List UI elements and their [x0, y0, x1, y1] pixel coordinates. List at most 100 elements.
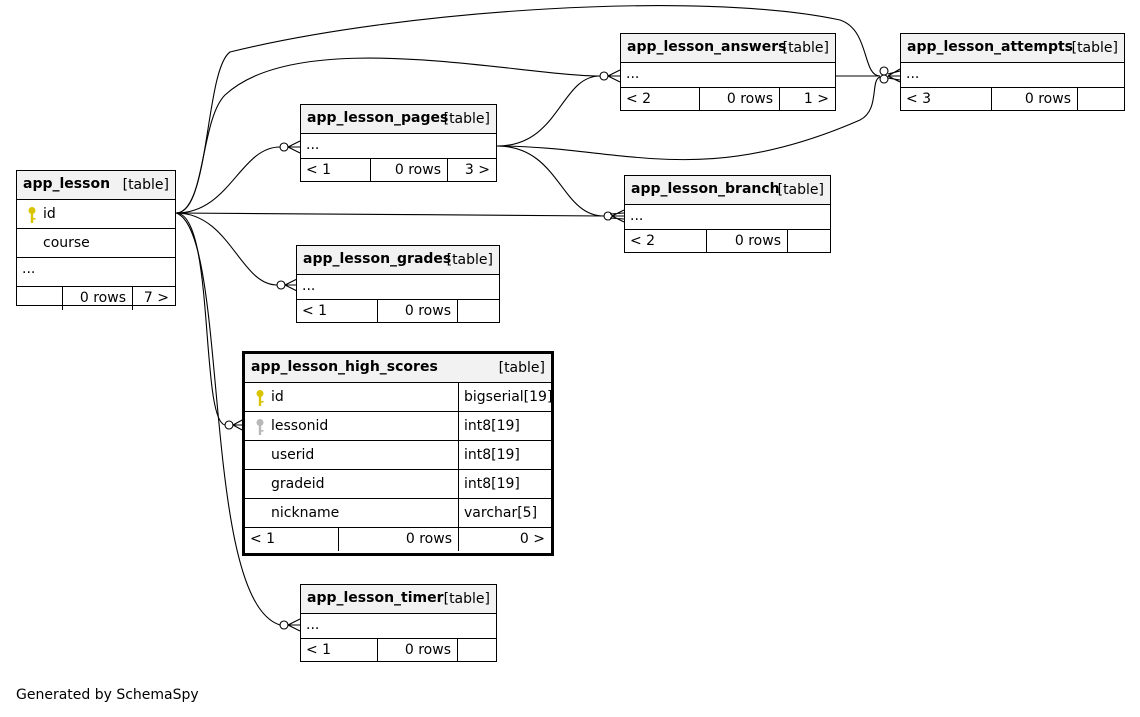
table-type: [table] — [498, 360, 545, 376]
column-name: nickname — [271, 505, 340, 521]
foreign-key-icon — [256, 419, 264, 435]
parents-count[interactable]: < 1 — [306, 642, 332, 658]
column-name: course — [43, 235, 90, 251]
table-name[interactable]: app_lesson_timer — [307, 590, 444, 606]
ellipsis-row: ... — [625, 205, 830, 230]
ellipsis-row: ... — [621, 63, 835, 88]
table-name[interactable]: app_lesson_answers — [627, 39, 787, 55]
table-app-lesson[interactable]: app_lesson [table] id course ... 0 rows … — [16, 170, 176, 310]
table-type: [table] — [443, 591, 490, 607]
table-name[interactable]: app_lesson_attempts — [907, 39, 1073, 55]
column-row[interactable]: nickname varchar[5] — [245, 499, 551, 528]
children-count[interactable]: 7 > — [132, 287, 175, 310]
column-datatype: varchar[5] — [458, 499, 551, 527]
column-name: userid — [271, 447, 315, 463]
table-app-lesson-branch[interactable]: app_lesson_branch [table] ... < 2 0 rows — [624, 175, 831, 253]
table-app-lesson-attempts[interactable]: app_lesson_attempts [table] ... < 3 0 ro… — [900, 33, 1125, 111]
table-name[interactable]: app_lesson — [23, 176, 111, 192]
ellipsis-row: ... — [297, 275, 499, 300]
column-row[interactable]: id bigserial[19] — [245, 383, 552, 412]
parents-count[interactable] — [17, 287, 62, 310]
stats-row: < 1 0 rows 0 > — [245, 528, 551, 551]
table-header: app_lesson_timer [table] — [301, 585, 496, 614]
table-name[interactable]: app_lesson_grades — [303, 251, 452, 267]
stats-row: < 2 0 rows — [625, 230, 830, 253]
table-header: app_lesson_grades [table] — [297, 246, 499, 275]
row-count: 0 rows — [699, 88, 779, 111]
ellipsis: ... — [630, 208, 644, 224]
column-name: gradeid — [271, 476, 325, 492]
table-app-lesson-pages[interactable]: app_lesson_pages [table] ... < 1 0 rows … — [300, 104, 497, 182]
children-count — [457, 300, 499, 323]
children-count — [1077, 88, 1124, 111]
table-name[interactable]: app_lesson_high_scores — [251, 359, 438, 375]
ellipsis: ... — [302, 278, 316, 294]
children-count[interactable]: 1 > — [779, 88, 835, 111]
link-lesson-highscores — [175, 212, 226, 426]
table-app-lesson-answers[interactable]: app_lesson_answers [table] ... < 2 0 row… — [620, 33, 836, 111]
link-pages-branch — [496, 145, 605, 217]
parents-count[interactable]: < 2 — [630, 233, 656, 249]
row-count: 0 rows — [62, 287, 132, 310]
row-count: 0 rows — [706, 230, 787, 253]
children-count[interactable]: 3 > — [447, 159, 496, 182]
ellipsis-row: ... — [901, 63, 1124, 88]
parents-count[interactable]: < 1 — [302, 303, 328, 319]
column-name: id — [271, 389, 284, 405]
parents-count[interactable]: < 1 — [306, 162, 332, 178]
ellipsis: ... — [306, 137, 320, 153]
stats-row: 0 rows 7 > — [17, 287, 175, 310]
table-name[interactable]: app_lesson_branch — [631, 181, 780, 197]
table-header: app_lesson_high_scores [table] — [245, 354, 551, 383]
ellipsis: ... — [626, 66, 640, 82]
ellipsis: ... — [306, 617, 320, 633]
ellipsis-row: ... — [301, 134, 496, 159]
parents-count[interactable]: < 2 — [626, 91, 652, 107]
table-header: app_lesson_answers [table] — [621, 34, 835, 63]
link-lesson-pages — [175, 146, 281, 214]
table-type: [table] — [777, 182, 824, 198]
column-row[interactable]: gradeid int8[19] — [245, 470, 551, 499]
row-count: 0 rows — [377, 300, 457, 323]
column-row[interactable]: course — [17, 229, 175, 258]
column-row[interactable]: userid int8[19] — [245, 441, 551, 470]
stats-row: < 1 0 rows — [301, 639, 496, 662]
link-lesson-grades — [175, 212, 278, 286]
children-count — [787, 230, 830, 253]
table-type: [table] — [443, 111, 490, 127]
table-header: app_lesson_branch [table] — [625, 176, 830, 205]
table-type: [table] — [122, 177, 169, 193]
ellipsis: ... — [906, 66, 920, 82]
stats-row: < 2 0 rows 1 > — [621, 88, 835, 111]
link-lesson-attempts — [175, 5, 881, 214]
column-name: id — [43, 206, 56, 222]
link-pages-attempts — [496, 76, 881, 161]
parents-count[interactable]: < 3 — [906, 91, 932, 107]
row-count: 0 rows — [991, 88, 1077, 111]
table-header: app_lesson_pages [table] — [301, 105, 496, 134]
link-lesson-timer — [175, 212, 281, 626]
column-datatype: int8[19] — [458, 470, 551, 498]
link-pages-answers — [496, 75, 601, 147]
row-count: 0 rows — [377, 639, 457, 662]
parents-count[interactable]: < 1 — [250, 531, 276, 547]
table-name[interactable]: app_lesson_pages — [307, 110, 449, 126]
table-app-lesson-high-scores[interactable]: app_lesson_high_scores [table] id bigser… — [242, 351, 554, 556]
ellipsis: ... — [22, 261, 36, 277]
table-app-lesson-grades[interactable]: app_lesson_grades [table] ... < 1 0 rows — [296, 245, 500, 323]
generated-by-footer: Generated by SchemaSpy — [16, 687, 199, 703]
stats-row: < 1 0 rows 3 > — [301, 159, 496, 182]
primary-key-icon — [256, 390, 264, 406]
table-header: app_lesson [table] — [17, 171, 175, 200]
ellipsis-row: ... — [17, 258, 175, 287]
column-row[interactable]: lessonid int8[19] — [245, 412, 551, 441]
stats-row: < 3 0 rows — [901, 88, 1124, 111]
row-count: 0 rows — [338, 528, 458, 551]
table-type: [table] — [446, 252, 493, 268]
column-row[interactable]: id — [17, 200, 175, 229]
children-count[interactable]: 0 > — [458, 528, 551, 551]
table-app-lesson-timer[interactable]: app_lesson_timer [table] ... < 1 0 rows — [300, 584, 497, 662]
stats-row: < 1 0 rows — [297, 300, 499, 323]
primary-key-icon — [28, 207, 36, 223]
